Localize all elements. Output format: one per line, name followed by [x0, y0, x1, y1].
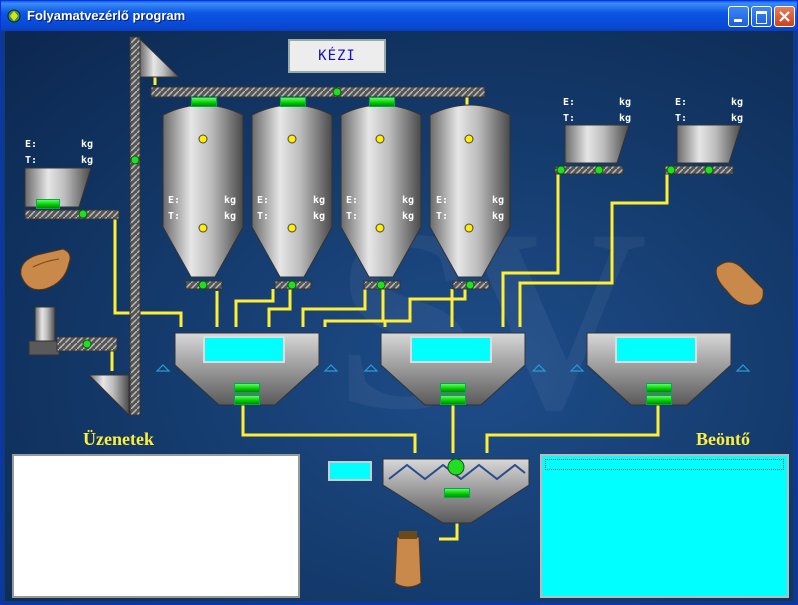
mixer-display — [328, 461, 372, 481]
hopper-1-valve-top[interactable] — [234, 383, 260, 393]
silo-4-e-label: E: — [436, 195, 449, 206]
process-canvas: SV — [5, 31, 793, 601]
maximize-button[interactable] — [751, 6, 772, 27]
hopper-1-valve-bottom[interactable] — [234, 395, 260, 405]
feeder-selection[interactable] — [545, 459, 784, 470]
minimize-icon — [734, 19, 742, 22]
silo-2-t-label: T: — [257, 211, 270, 222]
hopper-3-valve-top[interactable] — [646, 383, 672, 393]
hopper-2-display — [410, 336, 492, 363]
mode-indicator[interactable]: KÉZI — [288, 39, 386, 73]
right-hopper-2-e-unit: kg — [731, 97, 744, 108]
sack-icon — [715, 261, 764, 306]
right-hopper-2-e-label: E: — [675, 97, 688, 108]
app-icon — [7, 9, 21, 23]
left-hopper-t-label: T: — [25, 155, 38, 166]
silo-3-t-label: T: — [346, 211, 359, 222]
hopper-2-valve-top[interactable] — [440, 383, 466, 393]
silo-4-t-label: T: — [436, 211, 449, 222]
titlebar[interactable]: Folyamatvezérlő program — [1, 1, 797, 31]
silo-1-valve[interactable] — [191, 97, 217, 107]
right-hopper-1-e-unit: kg — [619, 97, 632, 108]
left-hopper-valve[interactable] — [36, 199, 60, 209]
silo-1-t-label: T: — [168, 211, 181, 222]
left-hopper-t-unit: kg — [81, 155, 94, 166]
silo-4-e-unit: kg — [492, 195, 505, 206]
silo-4-t-unit: kg — [492, 211, 505, 222]
silo-3-valve[interactable] — [369, 97, 395, 107]
minimize-button[interactable] — [728, 6, 749, 27]
hopper-1-display — [203, 336, 285, 363]
silo-3-e-label: E: — [346, 195, 359, 206]
silo-1-t-unit: kg — [224, 211, 237, 222]
close-button[interactable] — [774, 6, 795, 27]
right-hopper-1-t-label: T: — [563, 113, 576, 124]
sack-icon — [394, 531, 422, 588]
messages-box[interactable] — [12, 454, 300, 598]
right-hopper-1-e-label: E: — [563, 97, 576, 108]
silo-3-t-unit: kg — [402, 211, 415, 222]
window-title: Folyamatvezérlő program — [27, 8, 186, 23]
silo-2-e-label: E: — [257, 195, 270, 206]
hopper-3-display — [615, 336, 697, 363]
maximize-icon — [756, 11, 767, 24]
right-hopper-2-t-label: T: — [675, 113, 688, 124]
left-hopper-e-unit: kg — [81, 139, 94, 150]
right-hopper-2-t-unit: kg — [731, 113, 744, 124]
mixer-valve[interactable] — [444, 488, 470, 498]
feeder-box[interactable] — [540, 454, 789, 598]
silo-1-e-label: E: — [168, 195, 181, 206]
close-icon — [779, 11, 790, 22]
hopper-2-valve-bottom[interactable] — [440, 395, 466, 405]
hopper-3-valve-bottom[interactable] — [646, 395, 672, 405]
silo-2-e-unit: kg — [313, 195, 326, 206]
silo-3-e-unit: kg — [402, 195, 415, 206]
messages-title: Üzenetek — [83, 429, 154, 449]
silo-2-t-unit: kg — [313, 211, 326, 222]
silo-1-e-unit: kg — [224, 195, 237, 206]
silo-2-valve[interactable] — [280, 97, 306, 107]
left-hopper-e-label: E: — [25, 139, 38, 150]
feeder-title: Beöntő — [696, 429, 750, 449]
right-hopper-1-t-unit: kg — [619, 113, 632, 124]
sack-icon — [20, 248, 71, 291]
